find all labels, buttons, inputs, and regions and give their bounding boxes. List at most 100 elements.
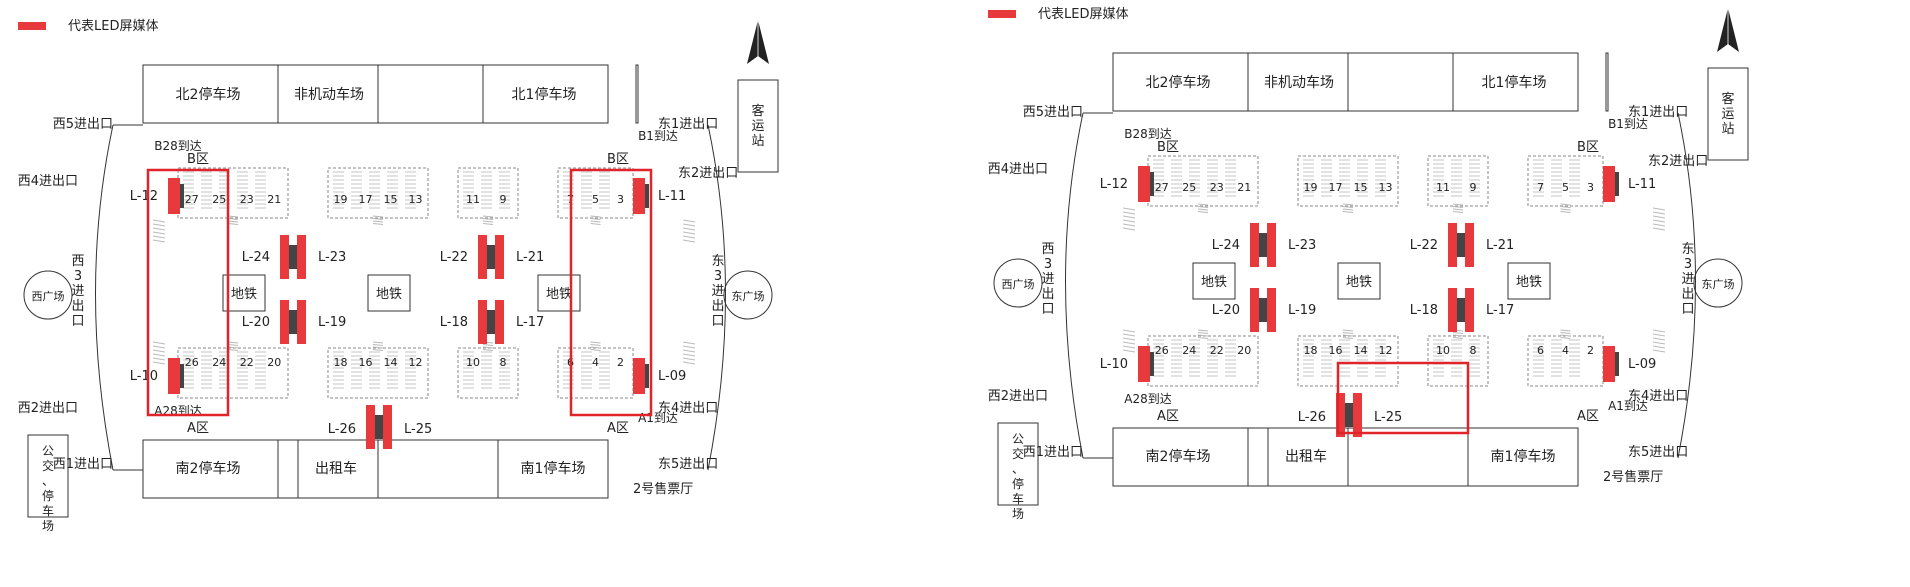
platform-number: 27 bbox=[1155, 181, 1169, 194]
exit-west-5: 西5进出口 bbox=[53, 117, 113, 132]
exit-east-2: 东2进出口 bbox=[678, 166, 738, 181]
led-screen-bar bbox=[633, 178, 645, 214]
exit-east-5: 东5进出口 bbox=[658, 457, 718, 472]
platform-number: 9 bbox=[1470, 181, 1477, 194]
north-lot-1: 北1停车场 bbox=[512, 86, 577, 103]
platform-number: 8 bbox=[500, 356, 507, 369]
east-plaza: 东广场 bbox=[1702, 277, 1735, 291]
led-screen-bar bbox=[366, 405, 375, 449]
label-l21: L-21 bbox=[1486, 238, 1514, 253]
metro-stations: 地铁地铁地铁 bbox=[222, 274, 581, 312]
screen-l11 bbox=[1603, 166, 1619, 202]
platform-number: 23 bbox=[1210, 181, 1224, 194]
led-screen-bar bbox=[280, 235, 289, 279]
platform-stripes bbox=[333, 351, 416, 389]
bike-lot: 非机动车场 bbox=[1264, 74, 1334, 91]
exit-east-1: 东1进出口 bbox=[1628, 105, 1688, 120]
metro-box bbox=[537, 274, 581, 312]
arrival-b1: B1到达 bbox=[638, 129, 678, 143]
label-l11: L-11 bbox=[1628, 177, 1656, 192]
label-l22: L-22 bbox=[440, 250, 468, 265]
label-l17: L-17 bbox=[1486, 303, 1514, 318]
platform-number: 21 bbox=[267, 193, 281, 206]
screen-l09 bbox=[1603, 346, 1619, 382]
platform-number: 5 bbox=[592, 193, 599, 206]
east-plaza-circle bbox=[1693, 258, 1743, 308]
exit-west-1: 西1进出口 bbox=[1023, 445, 1083, 460]
legend: 代表LED屏媒体 bbox=[988, 7, 1128, 22]
metro-stations: 地铁地铁地铁 bbox=[1192, 262, 1551, 300]
east-plaza-circle bbox=[723, 270, 773, 320]
platform-number: 11 bbox=[1436, 181, 1450, 194]
gate-icon bbox=[152, 341, 166, 365]
led-screen-bar bbox=[1465, 223, 1474, 267]
platform-number: 19 bbox=[334, 193, 348, 206]
led-screen-bar bbox=[633, 358, 645, 394]
platform-number: 9 bbox=[500, 193, 507, 206]
platform-block bbox=[1297, 155, 1399, 207]
led-screen-bar bbox=[1138, 166, 1150, 202]
label-l25: L-25 bbox=[1374, 410, 1402, 425]
platform-number: 4 bbox=[592, 356, 599, 369]
platform-number: 2 bbox=[617, 356, 624, 369]
led-screen-bar bbox=[168, 358, 180, 394]
label-l23: L-23 bbox=[318, 250, 346, 265]
legend-swatch bbox=[18, 22, 46, 30]
metro-label: 地铁 bbox=[376, 287, 402, 302]
screen-l18-l17 bbox=[1448, 288, 1474, 332]
platform-number: 18 bbox=[1304, 344, 1318, 357]
platform-number: 25 bbox=[212, 193, 226, 206]
platform-number: 26 bbox=[1155, 344, 1169, 357]
label-l11: L-11 bbox=[658, 189, 686, 204]
bike-lot: 非机动车场 bbox=[294, 86, 364, 103]
platform-number: 15 bbox=[384, 193, 398, 206]
highlight-box bbox=[146, 168, 230, 417]
screen-l18-l17 bbox=[478, 300, 504, 344]
screen-l20-l19 bbox=[280, 300, 306, 344]
exit-west-2: 西2进出口 bbox=[988, 389, 1048, 404]
coach-station-box bbox=[1707, 67, 1749, 161]
led-screen-bar bbox=[297, 235, 306, 279]
arrival-b28: B28到达 bbox=[154, 139, 202, 153]
legend-label: 代表LED屏媒体 bbox=[1038, 7, 1128, 22]
north-lots: 北2停车场 非机动车场 北1停车场 bbox=[142, 64, 639, 124]
gate-icon bbox=[682, 341, 696, 365]
bus-parking: 公交、停车场 bbox=[1012, 432, 1024, 521]
led-screen-bar bbox=[168, 178, 180, 214]
south-lots: 南2停车场出租车南1停车场2号售票厅 bbox=[1112, 427, 1663, 487]
label-l17: L-17 bbox=[516, 315, 544, 330]
platform-number: 17 bbox=[359, 193, 373, 206]
led-screen-bar bbox=[280, 300, 289, 344]
led-screen-bar bbox=[1267, 223, 1276, 267]
arrival-a1: A1到达 bbox=[1608, 399, 1648, 413]
led-screen-bar bbox=[1250, 288, 1259, 332]
coach-station-box bbox=[737, 79, 779, 173]
metro-box bbox=[1507, 262, 1551, 300]
screen-l09 bbox=[633, 358, 649, 394]
west-plaza-circle bbox=[23, 270, 73, 320]
label-l20: L-20 bbox=[242, 315, 270, 330]
label-l26: L-26 bbox=[328, 422, 356, 437]
gate-icon bbox=[1122, 207, 1136, 231]
legend-label: 代表LED屏媒体 bbox=[68, 19, 158, 34]
zone-b-west: B区 bbox=[187, 152, 209, 167]
metro-label: 地铁 bbox=[1201, 275, 1227, 290]
label-l12: L-12 bbox=[130, 189, 158, 204]
zone-b-east: B区 bbox=[607, 152, 629, 167]
platform-stripes bbox=[1303, 159, 1386, 197]
screen-l10 bbox=[1138, 346, 1154, 382]
label-l19: L-19 bbox=[1288, 303, 1316, 318]
platform-stripes bbox=[1533, 339, 1580, 377]
taxi-stand: 出租车 bbox=[1285, 448, 1327, 465]
exit-west-4: 西4进出口 bbox=[18, 174, 78, 189]
platform-number: 19 bbox=[1304, 181, 1318, 194]
platform-number: 10 bbox=[1436, 344, 1450, 357]
platform-number: 10 bbox=[466, 356, 480, 369]
north-lot-2: 北2停车场 bbox=[176, 86, 241, 103]
platform-stripes bbox=[1533, 159, 1580, 197]
